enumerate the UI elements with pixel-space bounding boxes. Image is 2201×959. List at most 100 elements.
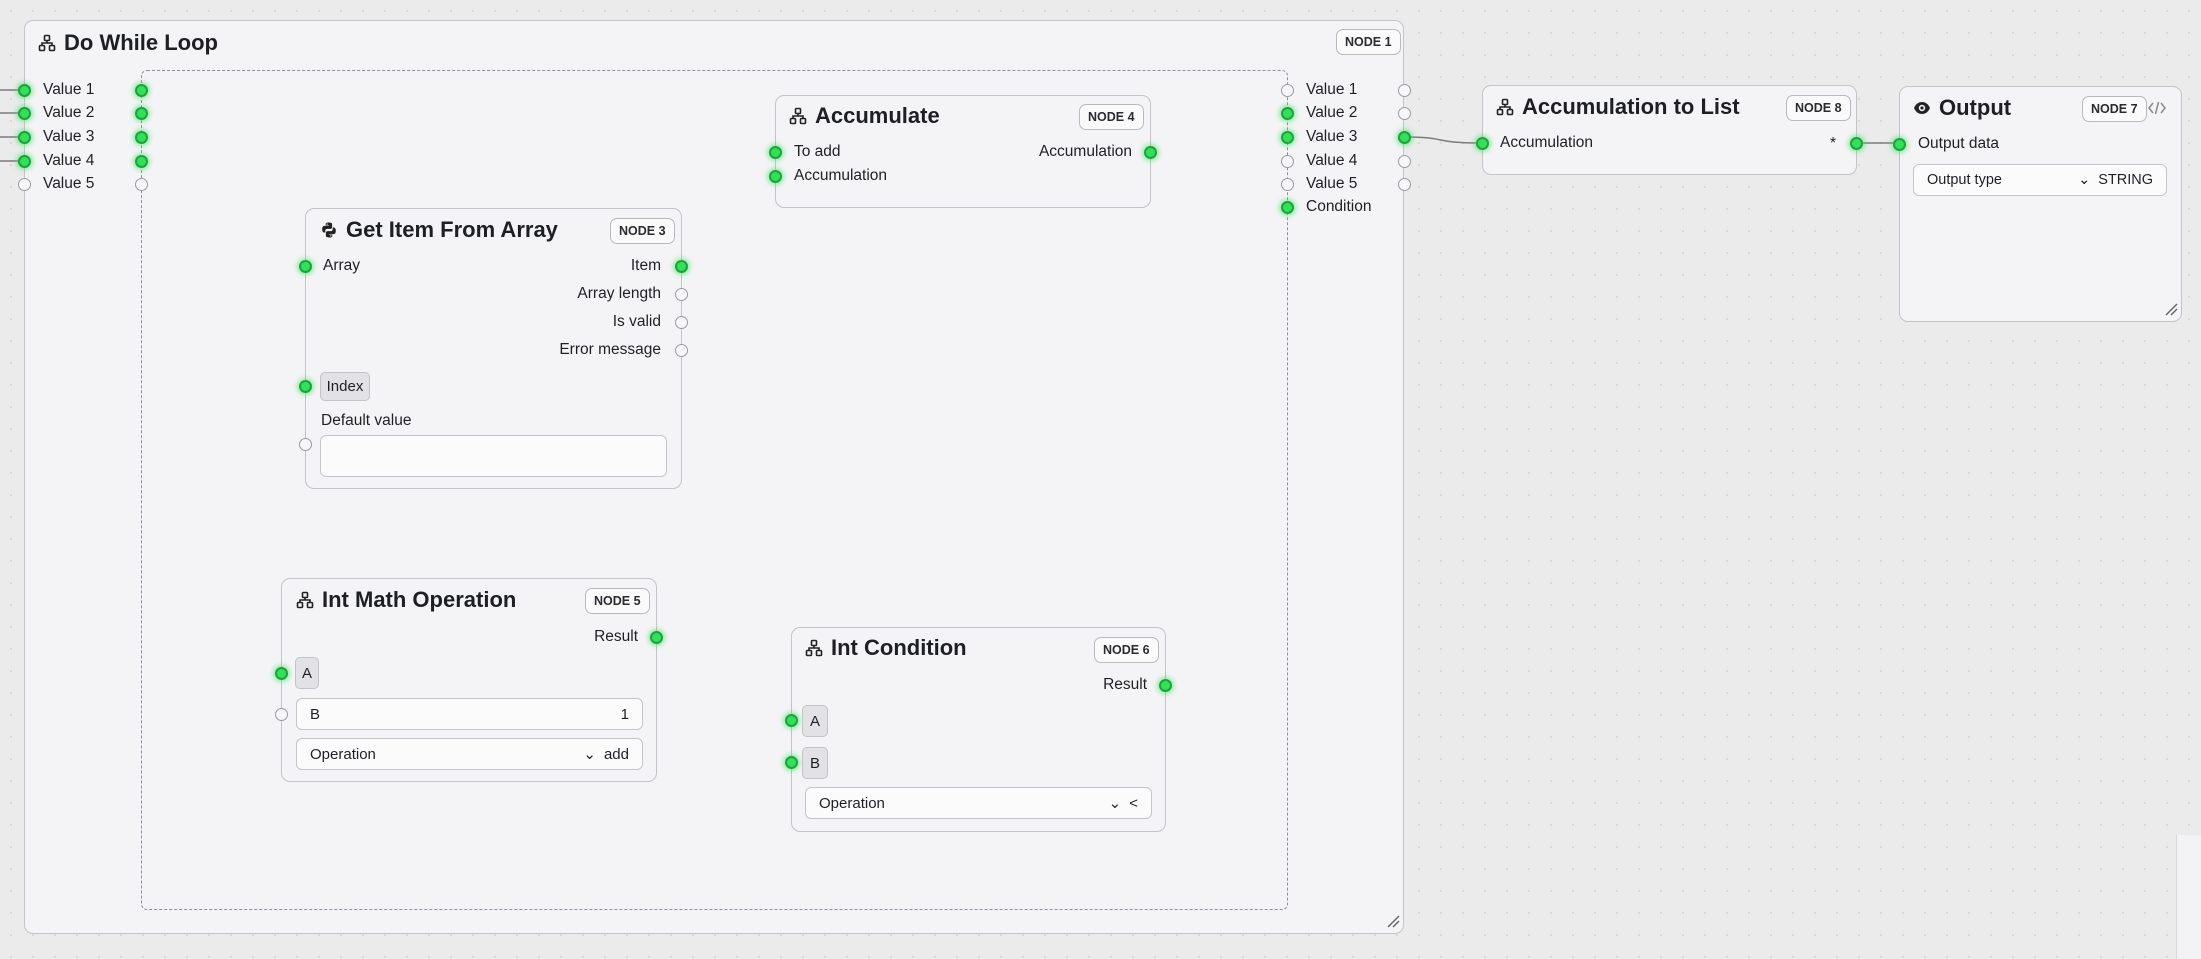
array-length-label: Array length bbox=[577, 285, 661, 302]
inner-port[interactable] bbox=[134, 130, 148, 144]
list-output-port[interactable] bbox=[1849, 136, 1863, 150]
input-port[interactable] bbox=[17, 130, 31, 144]
output-label: Condition bbox=[1306, 198, 1372, 215]
node-badge: NODE 6 bbox=[1094, 637, 1159, 663]
operation-select[interactable]: Operation ⌄add bbox=[296, 738, 643, 770]
default-value-label: Default value bbox=[321, 412, 412, 429]
input-label: Value 5 bbox=[43, 175, 95, 192]
error-message-label: Error message bbox=[559, 341, 661, 358]
node-title: Do While Loop bbox=[38, 30, 218, 56]
b-button[interactable]: B bbox=[802, 747, 828, 779]
operation-label: Operation bbox=[310, 745, 376, 763]
inner-port[interactable] bbox=[1280, 154, 1294, 168]
b-input-field[interactable]: B 1 bbox=[296, 698, 643, 730]
acc-to-list-title: Accumulation to List bbox=[1522, 94, 1740, 119]
operation-select[interactable]: Operation ⌄< bbox=[805, 787, 1152, 819]
node-title: Accumulation to List bbox=[1496, 94, 1740, 120]
inner-port[interactable] bbox=[1280, 130, 1294, 144]
b-input-port[interactable] bbox=[274, 707, 288, 721]
node-badge: NODE 5 bbox=[585, 588, 650, 614]
to-add-port[interactable] bbox=[768, 145, 782, 159]
b-field-value: 1 bbox=[620, 705, 629, 723]
node-title: Output bbox=[1913, 95, 2011, 121]
accumulation-input-label: Accumulation bbox=[794, 167, 888, 184]
eye-icon bbox=[1914, 102, 1930, 114]
inner-port[interactable] bbox=[1280, 200, 1294, 214]
side-panel-edge bbox=[2176, 835, 2201, 959]
graph-icon bbox=[38, 34, 56, 52]
a-button[interactable]: A bbox=[802, 705, 828, 737]
output-type-select[interactable]: Output type ⌄STRING bbox=[1913, 164, 2167, 196]
resize-handle-icon[interactable] bbox=[2164, 302, 2178, 316]
a-button[interactable]: A bbox=[295, 657, 319, 689]
index-button[interactable]: Index bbox=[320, 372, 370, 401]
accumulation-output-port[interactable] bbox=[1143, 145, 1157, 159]
to-add-label: To add bbox=[794, 143, 841, 160]
int-condition-title: Int Condition bbox=[831, 635, 967, 660]
output-type-value: STRING bbox=[2098, 172, 2153, 188]
inner-port[interactable] bbox=[134, 106, 148, 120]
index-input-port[interactable] bbox=[298, 379, 312, 393]
node-badge: NODE 8 bbox=[1786, 95, 1851, 121]
output-port[interactable] bbox=[1397, 177, 1411, 191]
output-label: Value 5 bbox=[1306, 175, 1358, 192]
output-port[interactable] bbox=[1397, 83, 1411, 97]
inner-port[interactable] bbox=[134, 177, 148, 191]
output-data-port[interactable] bbox=[1892, 137, 1906, 151]
wire bbox=[1403, 136, 1483, 144]
inner-port[interactable] bbox=[1280, 177, 1294, 191]
accumulate-title: Accumulate bbox=[815, 103, 940, 128]
output-node[interactable] bbox=[1899, 86, 2182, 322]
b-field-label: B bbox=[310, 705, 321, 723]
chevron-down-icon: ⌄ bbox=[583, 746, 596, 763]
node-title: Int Math Operation bbox=[296, 587, 516, 613]
loop-body-area bbox=[141, 70, 1288, 910]
input-label: Value 2 bbox=[43, 104, 95, 121]
item-label: Item bbox=[630, 257, 661, 274]
array-input-port[interactable] bbox=[298, 259, 312, 273]
input-port[interactable] bbox=[17, 154, 31, 168]
inner-port[interactable] bbox=[134, 154, 148, 168]
input-port[interactable] bbox=[17, 106, 31, 120]
array-length-port[interactable] bbox=[674, 287, 688, 301]
python-icon bbox=[322, 222, 336, 238]
result-output-port[interactable] bbox=[649, 630, 663, 644]
output-marker: * bbox=[1830, 135, 1837, 152]
output-port[interactable] bbox=[1397, 106, 1411, 120]
operation-value: < bbox=[1129, 795, 1138, 812]
code-icon[interactable] bbox=[2148, 100, 2166, 116]
accumulation-output-label: Accumulation bbox=[1038, 143, 1132, 160]
a-input-port[interactable] bbox=[784, 713, 798, 727]
error-message-port[interactable] bbox=[674, 343, 688, 357]
resize-handle-icon[interactable] bbox=[1386, 914, 1400, 928]
do-while-loop-node[interactable] bbox=[24, 20, 1404, 934]
output-title: Output bbox=[1939, 95, 2012, 120]
do-while-title: Do While Loop bbox=[64, 30, 218, 55]
inner-port[interactable] bbox=[1280, 106, 1294, 120]
chevron-down-icon: ⌄ bbox=[2078, 172, 2091, 188]
output-label: Value 1 bbox=[1306, 81, 1358, 98]
array-label: Array bbox=[323, 257, 361, 274]
accumulation-to-list-node[interactable] bbox=[1482, 85, 1857, 175]
node-title: Int Condition bbox=[805, 635, 967, 661]
a-input-port[interactable] bbox=[274, 666, 288, 680]
is-valid-port[interactable] bbox=[674, 315, 688, 329]
result-output-port[interactable] bbox=[1158, 678, 1172, 692]
default-value-port[interactable] bbox=[298, 437, 312, 451]
input-label: Value 4 bbox=[43, 152, 95, 169]
b-input-port[interactable] bbox=[784, 755, 798, 769]
get-item-title: Get Item From Array bbox=[346, 217, 558, 242]
is-valid-label: Is valid bbox=[612, 313, 661, 330]
input-port[interactable] bbox=[17, 83, 31, 97]
node-badge: NODE 1 bbox=[1336, 29, 1401, 55]
inner-port[interactable] bbox=[1280, 83, 1294, 97]
inner-port[interactable] bbox=[134, 83, 148, 97]
accumulation-input-port[interactable] bbox=[768, 169, 782, 183]
output-port[interactable] bbox=[1397, 154, 1411, 168]
output-port[interactable] bbox=[1397, 130, 1411, 144]
item-output-port[interactable] bbox=[674, 259, 688, 273]
chevron-down-icon: ⌄ bbox=[1108, 795, 1122, 812]
input-port[interactable] bbox=[17, 177, 31, 191]
accumulation-input-port[interactable] bbox=[1475, 136, 1489, 150]
default-value-input[interactable] bbox=[320, 435, 667, 477]
